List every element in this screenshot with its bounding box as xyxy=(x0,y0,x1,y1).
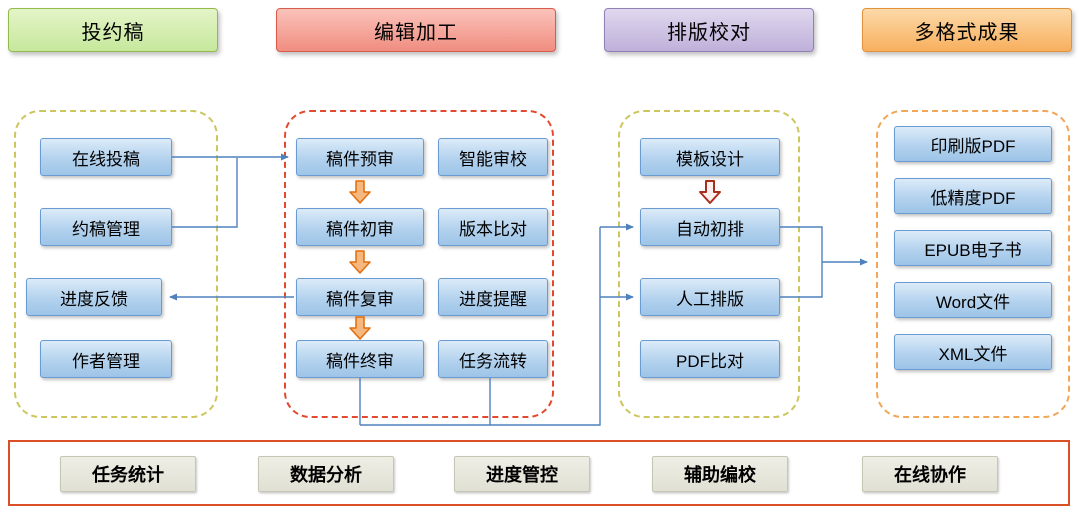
header-submission: 投约稿 xyxy=(8,8,218,52)
button-online-collaboration: 在线协作 xyxy=(862,456,998,492)
button-assisted-editing: 辅助编校 xyxy=(652,456,788,492)
button-data-analysis: 数据分析 xyxy=(258,456,394,492)
node-first-review: 稿件初审 xyxy=(296,208,424,246)
node-progress-reminder: 进度提醒 xyxy=(438,278,548,316)
node-epub-ebook: EPUB电子书 xyxy=(894,230,1052,266)
node-template-design: 模板设计 xyxy=(640,138,780,176)
node-progress-feedback: 进度反馈 xyxy=(26,278,162,316)
node-pdf-compare: PDF比对 xyxy=(640,340,780,378)
node-author-management: 作者管理 xyxy=(40,340,172,378)
group-outputs xyxy=(876,110,1070,418)
node-ai-proofreading: 智能审校 xyxy=(438,138,548,176)
header-typesetting: 排版校对 xyxy=(604,8,814,52)
node-lowres-pdf: 低精度PDF xyxy=(894,178,1052,214)
node-version-compare: 版本比对 xyxy=(438,208,548,246)
header-outputs: 多格式成果 xyxy=(862,8,1072,52)
bottom-function-bar: 任务统计 数据分析 进度管控 辅助编校 在线协作 xyxy=(8,440,1070,506)
node-final-review: 稿件终审 xyxy=(296,340,424,378)
node-manual-typesetting: 人工排版 xyxy=(640,278,780,316)
node-preliminary-review: 稿件预审 xyxy=(296,138,424,176)
node-xml-file: XML文件 xyxy=(894,334,1052,370)
node-word-file: Word文件 xyxy=(894,282,1052,318)
node-print-pdf: 印刷版PDF xyxy=(894,126,1052,162)
node-auto-typesetting: 自动初排 xyxy=(640,208,780,246)
node-online-submission: 在线投稿 xyxy=(40,138,172,176)
node-second-review: 稿件复审 xyxy=(296,278,424,316)
node-commission-management: 约稿管理 xyxy=(40,208,172,246)
header-editing: 编辑加工 xyxy=(276,8,556,52)
button-task-statistics: 任务统计 xyxy=(60,456,196,492)
button-progress-control: 进度管控 xyxy=(454,456,590,492)
group-submission xyxy=(14,110,218,418)
node-task-flow: 任务流转 xyxy=(438,340,548,378)
